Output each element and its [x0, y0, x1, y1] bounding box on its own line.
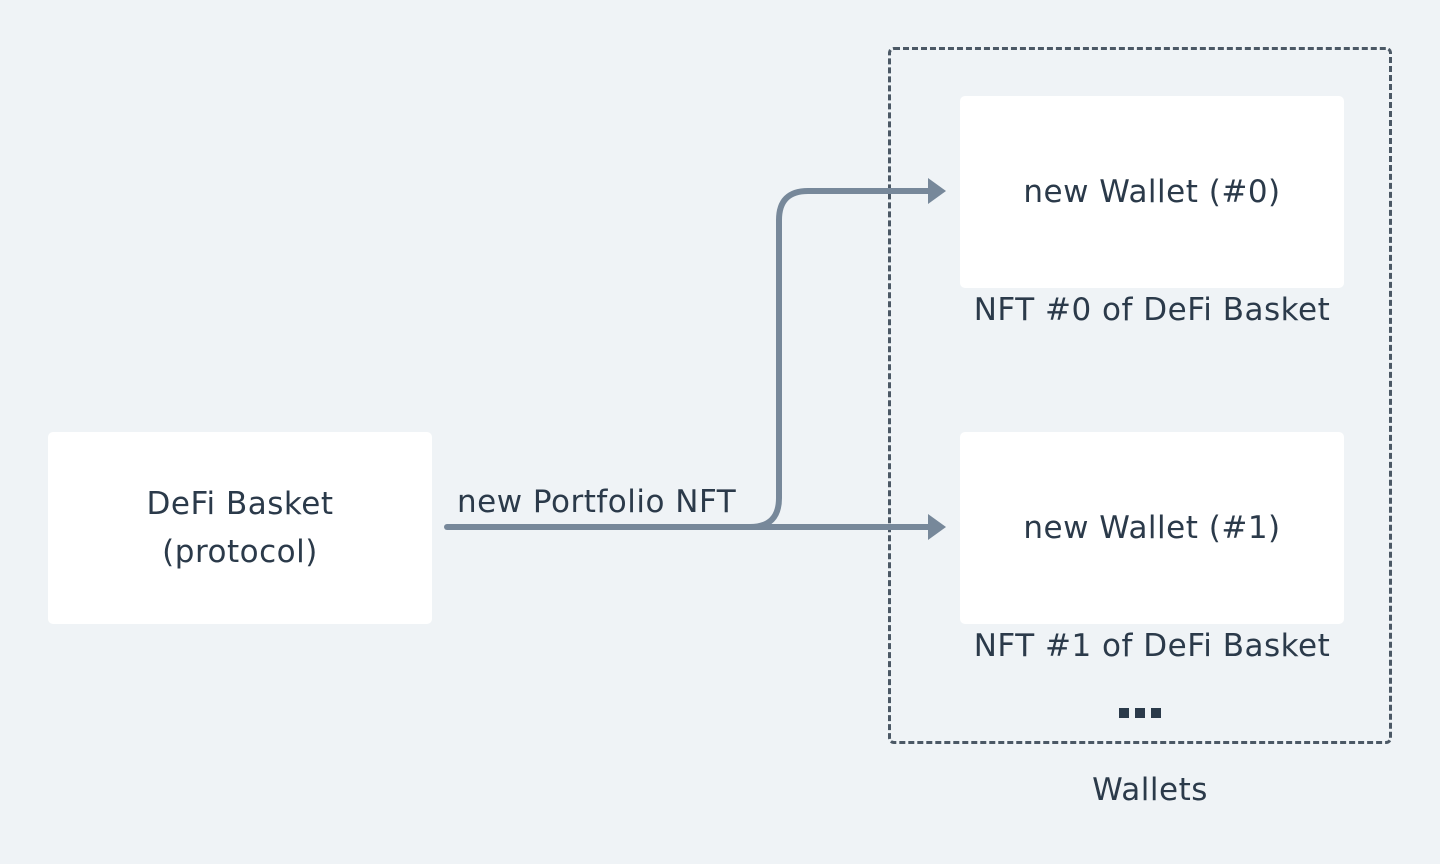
- protocol-node[interactable]: DeFi Basket (protocol): [48, 432, 432, 624]
- wallets-group-title: Wallets: [1092, 772, 1208, 808]
- wallet-1-node[interactable]: new Wallet (#1): [960, 432, 1344, 624]
- ellipsis-dot: [1151, 708, 1161, 718]
- protocol-node-title: DeFi Basket: [146, 486, 334, 522]
- wallet-0-node[interactable]: new Wallet (#0): [960, 96, 1344, 288]
- wallet-0-label: new Wallet (#0): [1023, 174, 1281, 210]
- wallet-1-label: new Wallet (#1): [1023, 510, 1281, 546]
- wallets-group-border: [888, 47, 1392, 744]
- edge-label-new-portfolio-nft: new Portfolio NFT: [457, 484, 737, 520]
- arrowhead-wallet-1: [928, 514, 946, 540]
- protocol-node-subtitle: (protocol): [162, 534, 318, 570]
- ellipsis-dot: [1119, 708, 1129, 718]
- edge-to-wallet-0: [747, 188, 933, 530]
- wallet-0-caption: NFT #0 of DeFi Basket: [973, 292, 1331, 328]
- wallet-1-caption: NFT #1 of DeFi Basket: [973, 628, 1331, 664]
- ellipsis-dot: [1135, 708, 1145, 718]
- arrowhead-wallet-0: [928, 178, 946, 204]
- more-wallets-ellipsis: [1119, 708, 1161, 718]
